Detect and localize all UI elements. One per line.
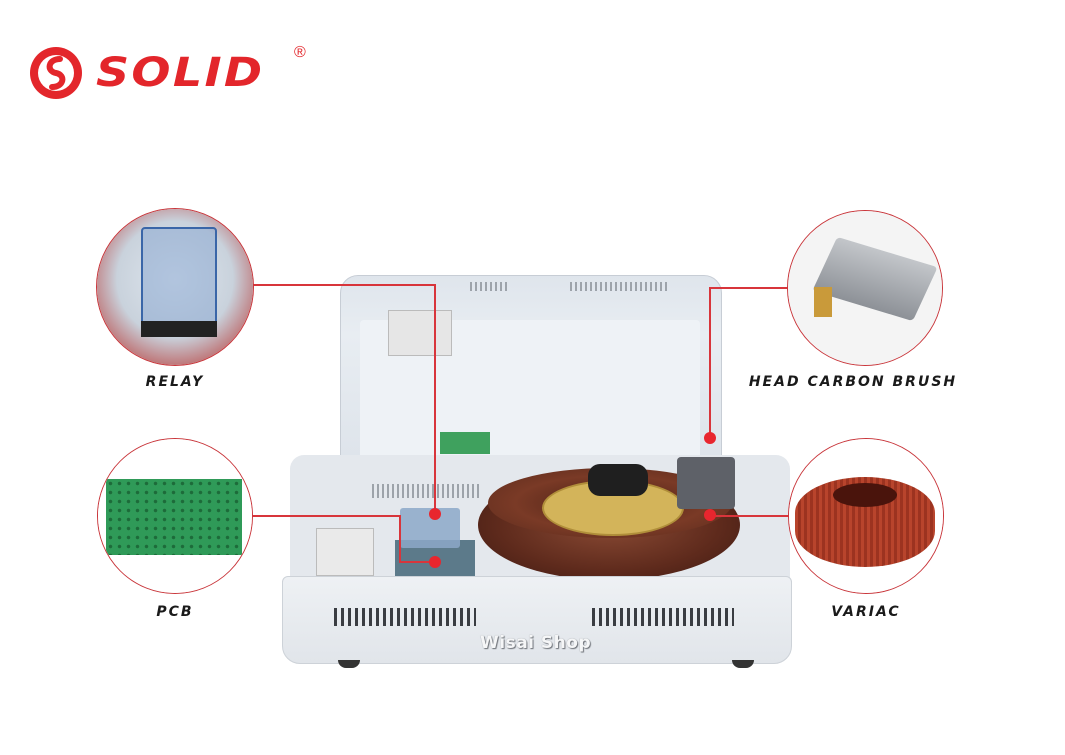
terminal-block	[316, 528, 374, 576]
pcb-callout-line-bottom	[399, 561, 435, 563]
relay-housing	[141, 227, 217, 335]
display-board	[440, 432, 490, 454]
variac-knob	[588, 464, 648, 496]
head-carbon-brush-detail-circle	[787, 210, 943, 366]
brush-callout-line-vertical	[709, 287, 711, 438]
lid-vent-left	[470, 282, 510, 291]
relay-callout-line-vertical	[434, 284, 436, 514]
variac-detail-circle	[788, 438, 944, 594]
variac-callout-dot	[704, 509, 716, 521]
brush-callout-line	[710, 287, 788, 289]
head-carbon-brush-photo	[788, 211, 942, 365]
relay-label: RELAY	[145, 374, 205, 390]
pcb-label: PCB	[156, 604, 194, 620]
brand-logo: SOLID ®	[30, 44, 306, 100]
brand-s-icon	[30, 47, 82, 99]
front-vent-right	[592, 608, 734, 626]
interior-vent	[372, 484, 482, 498]
pcb-detail-circle	[97, 438, 253, 594]
variac-label: VARIAC	[831, 604, 901, 620]
pcb-callout-line	[252, 515, 400, 517]
variac-photo	[789, 439, 943, 593]
relay-photo	[97, 209, 253, 365]
relay-base	[141, 321, 217, 337]
device-foot-right	[732, 660, 754, 668]
brush-carbon-tip	[814, 287, 832, 317]
pcb-callout-line-vertical	[399, 515, 401, 562]
device-foot-left	[338, 660, 360, 668]
watermark: Wisai Shop	[480, 633, 592, 653]
brand-name: SOLID	[96, 50, 265, 96]
relay-callout-dot	[429, 508, 441, 520]
brush-callout-dot	[704, 432, 716, 444]
head-carbon-brush-label: HEAD CARBON BRUSH	[748, 374, 958, 390]
front-vent-left	[334, 608, 476, 626]
registered-mark: ®	[294, 44, 306, 61]
pcb-board	[106, 479, 242, 555]
relay-callout-line	[252, 284, 435, 286]
pcb-photo	[98, 439, 252, 593]
lid-vent-right	[570, 282, 670, 291]
variac-toroid-hole	[833, 483, 897, 507]
relay-detail-circle	[96, 208, 254, 366]
carbon-brush-holder	[677, 457, 735, 509]
variac-disk	[542, 480, 684, 536]
pcb-callout-dot	[429, 556, 441, 568]
circuit-breaker	[388, 310, 452, 356]
variac-callout-line	[710, 515, 790, 517]
